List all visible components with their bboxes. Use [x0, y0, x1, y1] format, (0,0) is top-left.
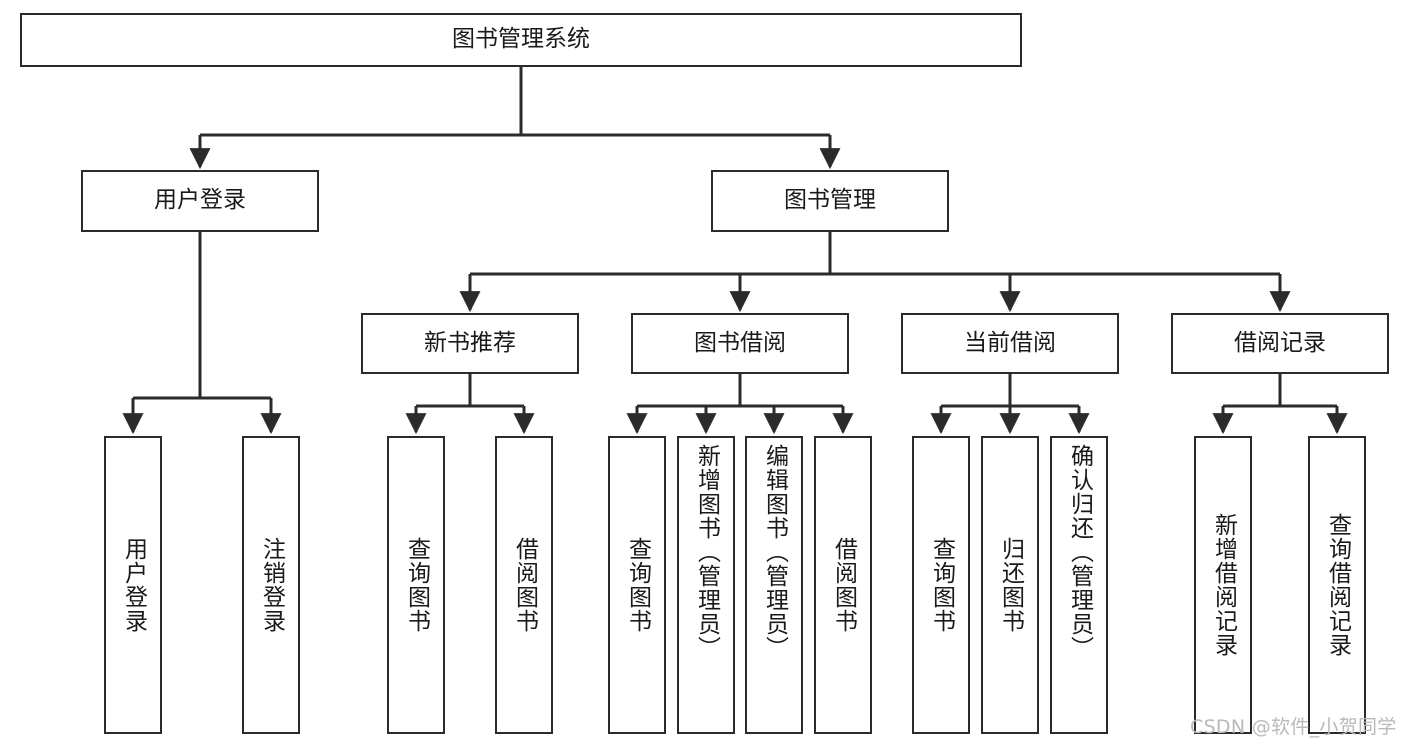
node-label: 查询借阅记录 — [1324, 513, 1351, 657]
leaf-logout[interactable]: 注销登录 — [242, 436, 300, 734]
node-book-borrow[interactable]: 图书借阅 — [631, 313, 849, 374]
node-label: 新书推荐 — [424, 329, 516, 356]
node-new-book-recommend[interactable]: 新书推荐 — [361, 313, 579, 374]
leaf-user-login[interactable]: 用户登录 — [104, 436, 162, 734]
node-label: 图书借阅 — [694, 329, 786, 356]
node-label: 借阅记录 — [1234, 329, 1326, 356]
node-label: 当前借阅 — [964, 329, 1056, 356]
watermark: CSDN @软件_小贺同学 — [1190, 716, 1397, 738]
node-label: 图书管理系统 — [452, 26, 590, 53]
leaf-borrow-book-recommend[interactable]: 借阅图书 — [495, 436, 553, 734]
leaf-query-book-current[interactable]: 查询图书 — [912, 436, 970, 734]
node-root-system[interactable]: 图书管理系统 — [20, 13, 1022, 67]
node-label: 查询图书 — [624, 537, 651, 633]
leaf-edit-book-admin[interactable]: 编辑图书（管理员） — [745, 436, 803, 734]
leaf-confirm-return-admin[interactable]: 确认归还（管理员） — [1050, 436, 1108, 734]
node-book-management[interactable]: 图书管理 — [711, 170, 949, 232]
leaf-query-borrow-record[interactable]: 查询借阅记录 — [1308, 436, 1366, 734]
node-label: 借阅图书 — [830, 537, 857, 633]
node-borrow-record[interactable]: 借阅记录 — [1171, 313, 1389, 374]
leaf-return-book[interactable]: 归还图书 — [981, 436, 1039, 734]
leaf-query-book-borrow[interactable]: 查询图书 — [608, 436, 666, 734]
leaf-add-borrow-record[interactable]: 新增借阅记录 — [1194, 436, 1252, 734]
node-label: 用户登录 — [154, 187, 246, 214]
node-label: 确认归还（管理员） — [1066, 444, 1093, 660]
node-label: 查询图书 — [403, 537, 430, 633]
node-user-login[interactable]: 用户登录 — [81, 170, 319, 232]
node-current-borrow[interactable]: 当前借阅 — [901, 313, 1119, 374]
node-label: 编辑图书（管理员） — [761, 444, 788, 660]
node-label: 新增图书（管理员） — [693, 444, 720, 660]
node-label: 归还图书 — [997, 537, 1024, 633]
node-label: 图书管理 — [784, 187, 876, 214]
node-label: 查询图书 — [928, 537, 955, 633]
node-label: 注销登录 — [258, 537, 285, 633]
node-label: 新增借阅记录 — [1210, 513, 1237, 657]
node-label: 借阅图书 — [511, 537, 538, 633]
leaf-borrow-book[interactable]: 借阅图书 — [814, 436, 872, 734]
leaf-query-book-recommend[interactable]: 查询图书 — [387, 436, 445, 734]
node-label: 用户登录 — [120, 537, 147, 633]
leaf-add-book-admin[interactable]: 新增图书（管理员） — [677, 436, 735, 734]
